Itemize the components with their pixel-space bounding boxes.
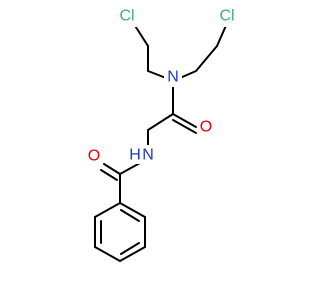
bond-c-carbonyl2-o-b [100,169,118,181]
atom-label-n-amine: N [167,69,179,86]
bond-c-carbonyl1-o-a [172,113,197,128]
bond-n-amine-c3 [179,70,197,79]
ring-bond-6 [94,202,121,218]
bond-c-carbonyl1-o-b [172,119,197,134]
bond-c-carbonyl1-ch2 [147,113,174,131]
bonds [94,20,229,262]
atom-label-o-amide-left: O [88,148,100,165]
ring-bond-1 [119,202,146,218]
bond-n-amide-c-carbonyl2 [119,162,141,175]
ring-inner-bond-2 [120,242,140,255]
ring-bond-3 [119,246,146,262]
atom-label-cl-right: Cl [219,8,234,25]
atom-label-o-amide-right: O [200,119,212,136]
bond-c2-n-amine [147,70,167,79]
atom-label-h-amide: H [129,147,141,164]
bond-c3-c4 [195,45,218,72]
atom-labels: Cl Cl N O N H O [85,5,242,166]
atom-label-cl-left: Cl [119,8,134,25]
molecule-structure-diagram: Cl Cl N O N H O [85,5,242,262]
bond-c-carbonyl2-o-a [103,163,121,175]
atom-label-n-amide: N [142,147,154,164]
ring-inner-bond-1 [120,209,140,222]
ring-bond-4 [94,246,121,262]
